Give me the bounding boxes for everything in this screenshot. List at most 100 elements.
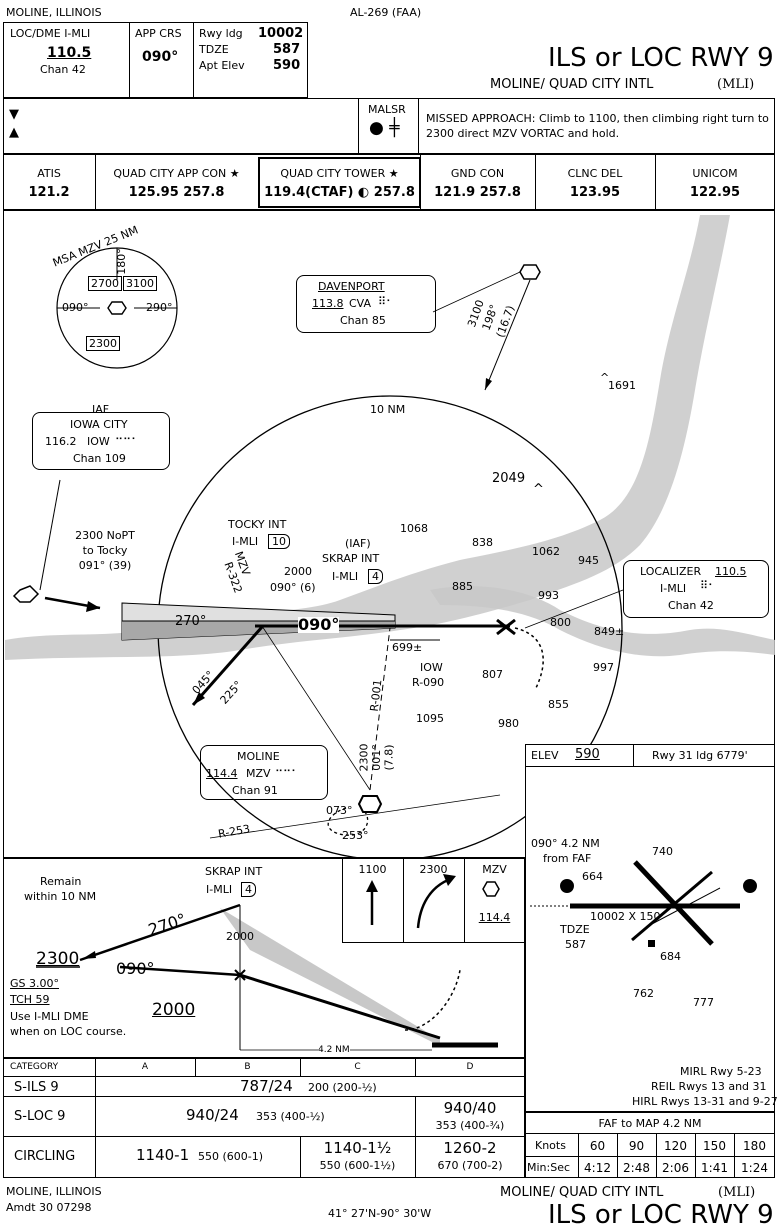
chart-id: AL-269 (FAA) bbox=[350, 6, 422, 19]
ma-mzv-freq: 114.4 bbox=[478, 911, 511, 924]
ad-tdze-label: TDZE bbox=[560, 923, 590, 936]
davenport-id: CVA bbox=[349, 297, 372, 310]
minima-sloc-d-height: 353 (400-¾) bbox=[435, 1119, 505, 1132]
moline-freq: 114.4 bbox=[206, 767, 238, 780]
tdze-label: TDZE bbox=[199, 43, 229, 56]
ma-mzv: MZV bbox=[482, 863, 507, 876]
faf-distance: 090° 4.2 NM bbox=[531, 837, 600, 850]
briefing-box bbox=[3, 22, 308, 98]
skrap-iaf: (IAF) bbox=[345, 537, 371, 550]
approach-light-icon: ● ╪ bbox=[369, 118, 400, 138]
minima-sloc-value: 940/24 bbox=[186, 1106, 239, 1124]
elev-800: 800 bbox=[550, 616, 571, 629]
chart-title: ILS or LOC RWY 9 bbox=[548, 43, 774, 73]
davenport-callout bbox=[296, 275, 436, 333]
minima-category: CATEGORY bbox=[10, 1062, 59, 1072]
comm-unicom-label: UNICOM bbox=[692, 167, 738, 180]
takeoff-icon: ▼ bbox=[9, 107, 19, 122]
iowa-name: IOWA CITY bbox=[70, 418, 128, 431]
iowa-morse: ⠒⠒⠂ bbox=[115, 433, 140, 446]
elev-945: 945 bbox=[578, 554, 599, 567]
timing-speed-60: 60 bbox=[589, 1139, 606, 1153]
profile-gs: GS 3.00° bbox=[10, 977, 59, 990]
tower-highlight bbox=[258, 157, 421, 208]
comm-atis-label: ATIS bbox=[37, 167, 61, 180]
timing-table bbox=[525, 1112, 775, 1178]
apt-elev-label: Apt Elev bbox=[199, 59, 245, 72]
skrap-name: SKRAP INT bbox=[322, 552, 380, 565]
msa-2300: 2300 bbox=[86, 336, 120, 351]
airport-rwy-info: Rwy 31 ldg 6779' bbox=[652, 749, 748, 762]
nopt-3: 091° (39) bbox=[78, 559, 132, 572]
remain-2: within 10 NM bbox=[24, 890, 97, 903]
elev-993: 993 bbox=[538, 589, 559, 602]
timing-minsec-label: Min:Sec bbox=[527, 1161, 571, 1174]
comm-unicom-value: 122.95 bbox=[689, 185, 741, 200]
iow-label: IOW bbox=[420, 661, 443, 674]
elev-1062: 1062 bbox=[532, 545, 560, 558]
elev-1068: 1068 bbox=[400, 522, 428, 535]
profile-tch: TCH 59 bbox=[10, 993, 50, 1006]
timing-speed-180: 180 bbox=[743, 1139, 766, 1153]
footer-coords: 41° 27'N-90° 30'W bbox=[328, 1207, 432, 1220]
iowa-freq: 116.2 bbox=[45, 435, 77, 448]
airport-elev-label: ELEV bbox=[531, 749, 559, 762]
airport-id: (MLI) bbox=[717, 77, 755, 92]
lights-1: MIRL Rwy 5-23 bbox=[680, 1065, 762, 1078]
moline-callout bbox=[200, 745, 328, 800]
ad-tdze-value: 587 bbox=[565, 938, 586, 951]
minima-table bbox=[3, 1058, 525, 1178]
profile-alt-2000: 2000 bbox=[226, 930, 254, 943]
iaf-label: IAF bbox=[92, 403, 110, 416]
comm-gnd-label: GND CON bbox=[450, 167, 505, 180]
davenport-morse: ⠿⠂ bbox=[378, 295, 395, 308]
moline-morse: ⠒⠒⠂ bbox=[275, 765, 300, 778]
course-090: 090° bbox=[298, 615, 340, 634]
footer-airport-id: (MLI) bbox=[718, 1185, 756, 1200]
nopt-2: to Tocky bbox=[82, 544, 128, 557]
minima-sils-value: 787/24 bbox=[240, 1077, 293, 1095]
timing-time-150: 1:41 bbox=[701, 1161, 728, 1175]
crs-090-6: 090° (6) bbox=[270, 581, 316, 594]
elev-1691-icon: ^ bbox=[600, 371, 610, 384]
minima-sloc-height: 353 (400-½) bbox=[256, 1110, 325, 1123]
profile-2300: 2300 bbox=[36, 949, 80, 969]
minima-sils: S-ILS 9 bbox=[14, 1080, 59, 1095]
loc-label: LOC/DME I-MLI bbox=[10, 27, 91, 40]
elev-807: 807 bbox=[482, 668, 503, 681]
minima-sloc: S-LOC 9 bbox=[14, 1109, 66, 1124]
timing-title: FAF to MAP 4.2 NM bbox=[598, 1117, 702, 1130]
elev-1691: 1691 bbox=[608, 379, 636, 392]
minima-cat-c: C bbox=[354, 1062, 361, 1072]
ma-2300: 2300 bbox=[419, 863, 448, 876]
tocky-dme-value: 10 bbox=[268, 534, 290, 549]
minima-cat-a: A bbox=[141, 1062, 149, 1072]
minima-circ-c-value: 1140-1½ bbox=[323, 1139, 392, 1157]
minima-cat-d: D bbox=[466, 1062, 474, 1072]
moline-id: MZV bbox=[246, 767, 271, 780]
ad-elev-762: 762 bbox=[633, 987, 654, 1000]
elev-849: 849± bbox=[594, 625, 625, 638]
minima-circ-d-height: 670 (700-2) bbox=[437, 1159, 503, 1172]
elev-838: 838 bbox=[472, 536, 493, 549]
localizer-name: LOCALIZER bbox=[640, 565, 702, 578]
elev-2049-icon: ^ bbox=[533, 482, 544, 497]
minima-circling: CIRCLING bbox=[14, 1149, 76, 1164]
profile-090: 090° bbox=[116, 959, 155, 978]
comms-row bbox=[3, 154, 775, 210]
moline-name: MOLINE bbox=[237, 750, 280, 763]
davenport-chan: Chan 85 bbox=[340, 314, 386, 327]
moline-chan: Chan 91 bbox=[232, 784, 278, 797]
localizer-id: I-MLI bbox=[660, 582, 687, 595]
ad-elev-684: 684 bbox=[660, 950, 681, 963]
timing-time-60: 4:12 bbox=[584, 1161, 611, 1175]
comm-gnd-value: 121.9 257.8 bbox=[434, 185, 521, 200]
ad-elev-664: 664 bbox=[582, 870, 603, 883]
header-city: MOLINE, ILLINOIS bbox=[6, 6, 102, 19]
ad-elev-777: 777 bbox=[693, 996, 714, 1009]
lights-2: REIL Rwys 13 and 31 bbox=[651, 1080, 767, 1093]
comm-atis-value: 121.2 bbox=[28, 185, 70, 200]
